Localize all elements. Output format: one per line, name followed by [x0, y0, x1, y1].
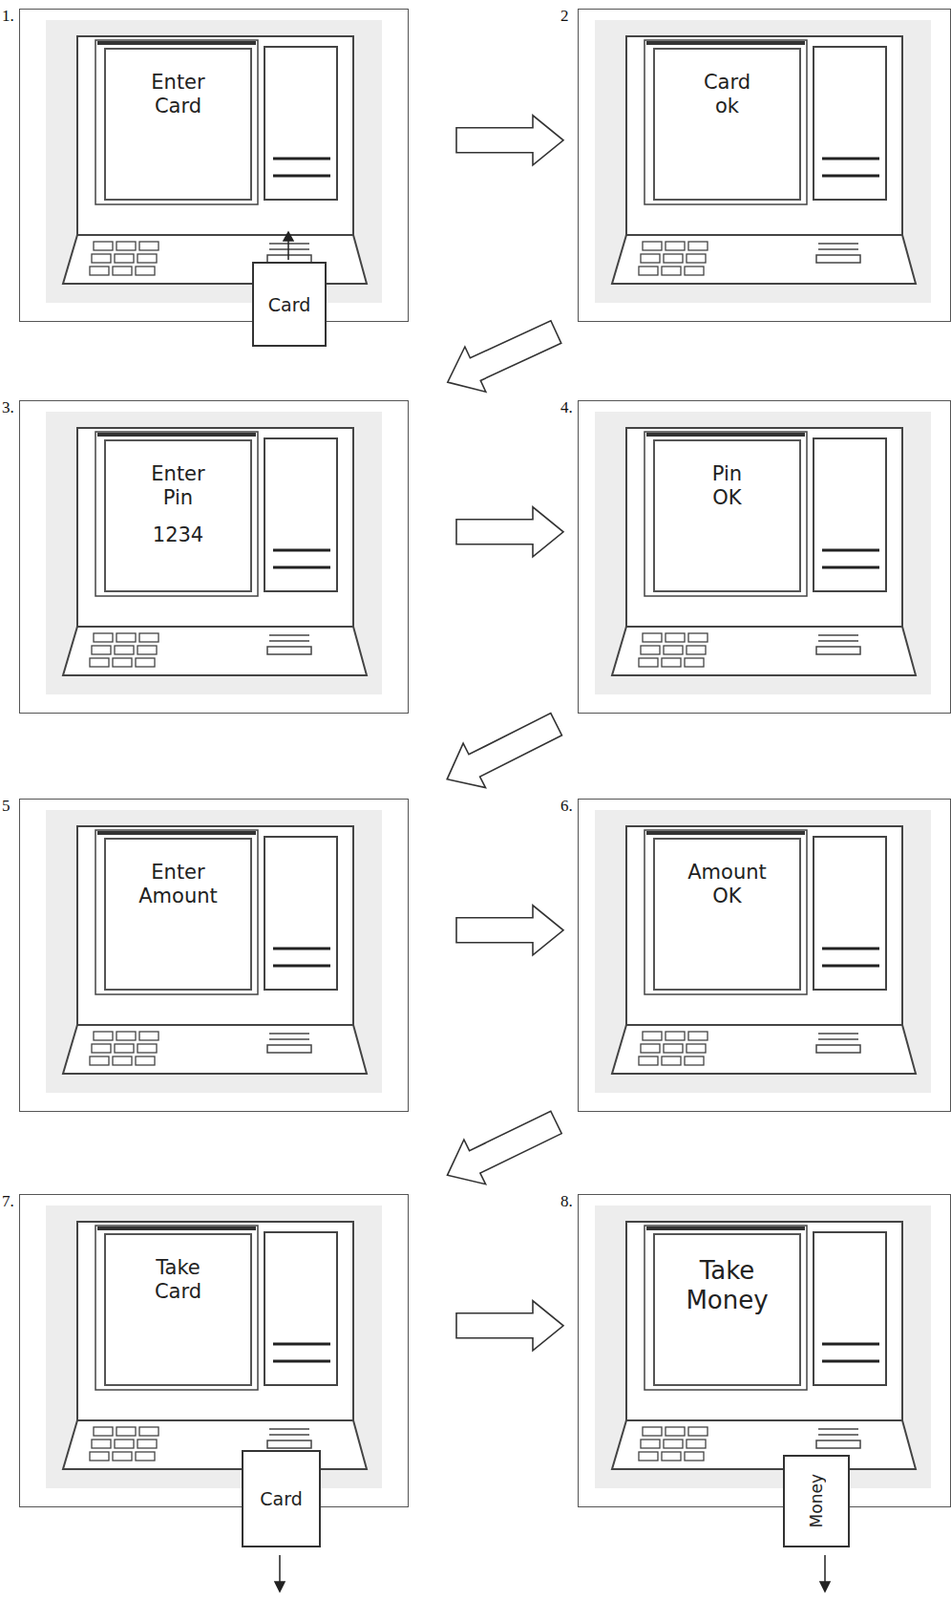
screen-text: Card ok [703, 70, 751, 119]
step-panel: 5Enter Amount [19, 798, 409, 1112]
step-panel: 2Card ok [577, 8, 951, 322]
money-box: Money [782, 1454, 850, 1547]
step-number: 2 [560, 6, 570, 26]
screen-text: Take Money [685, 1255, 768, 1315]
arrow-head [820, 1581, 830, 1591]
step-number: 7. [1, 1191, 15, 1211]
atm-drawing [45, 809, 382, 1093]
card-label: Card [268, 294, 311, 316]
screen-text: Amount OK [687, 860, 767, 909]
flow-arrow [446, 713, 562, 788]
card-label: Card [259, 1487, 302, 1509]
atm-drawing [594, 411, 931, 695]
eject-arrow [278, 1554, 281, 1585]
screen-text: Enter Pin [150, 462, 205, 510]
flow-arrow [456, 1300, 564, 1351]
motion-arrows [274, 232, 830, 1591]
atm-screen: Take Money [653, 1232, 802, 1386]
arrow-head [283, 232, 294, 241]
screen-text: Enter Card [150, 70, 205, 119]
atm-screen: Pin OK [653, 439, 802, 592]
atm-screen: Take Card [104, 1232, 253, 1386]
step-number: 4. [560, 398, 573, 418]
step-number: 6. [560, 796, 573, 816]
atm-screen: Enter Amount [104, 837, 253, 991]
step-number: 3. [1, 398, 15, 418]
step-panel: 4.Pin OK [577, 400, 951, 714]
atm-drawing [45, 1204, 382, 1488]
atm-screen: Amount OK [653, 837, 802, 991]
flow-arrow [456, 115, 564, 166]
atm-drawing [594, 809, 931, 1093]
atm-drawing [594, 20, 931, 303]
flow-arrow [456, 905, 564, 955]
flow-arrow [447, 1110, 563, 1184]
step-panel: 8.Take MoneyMoney [577, 1193, 951, 1507]
step-panel: 1.Enter CardCard [19, 8, 409, 322]
flow-arrow [447, 320, 562, 393]
card-box: Card [252, 261, 327, 347]
eject-arrow [824, 1554, 826, 1585]
step-panel: 7.Take CardCard [19, 1193, 409, 1507]
step-panel: 6.Amount OK [577, 798, 951, 1112]
step-number: 1. [1, 6, 15, 26]
step-panel: 3.Enter Pin1234 [19, 400, 409, 714]
atm-screen: Card ok [653, 47, 802, 201]
screen-text: 1234 [152, 523, 204, 548]
arrow-head [274, 1581, 285, 1591]
atm-drawing [45, 20, 382, 303]
atm-screen: Enter Card [104, 47, 253, 201]
flow-arrow [456, 507, 564, 557]
screen-text: Pin OK [712, 462, 742, 510]
screen-text: Take Card [154, 1255, 202, 1304]
step-number: 8. [560, 1191, 573, 1211]
step-number: 5 [1, 796, 11, 816]
money-label: Money [806, 1473, 826, 1527]
screen-text: Enter Amount [138, 860, 218, 909]
insert-arrow [287, 238, 290, 260]
atm-screen: Enter Pin 1234 [104, 439, 253, 592]
atm-drawing [45, 411, 382, 695]
card-box: Card [241, 1449, 321, 1547]
atm-drawing [594, 1204, 931, 1488]
